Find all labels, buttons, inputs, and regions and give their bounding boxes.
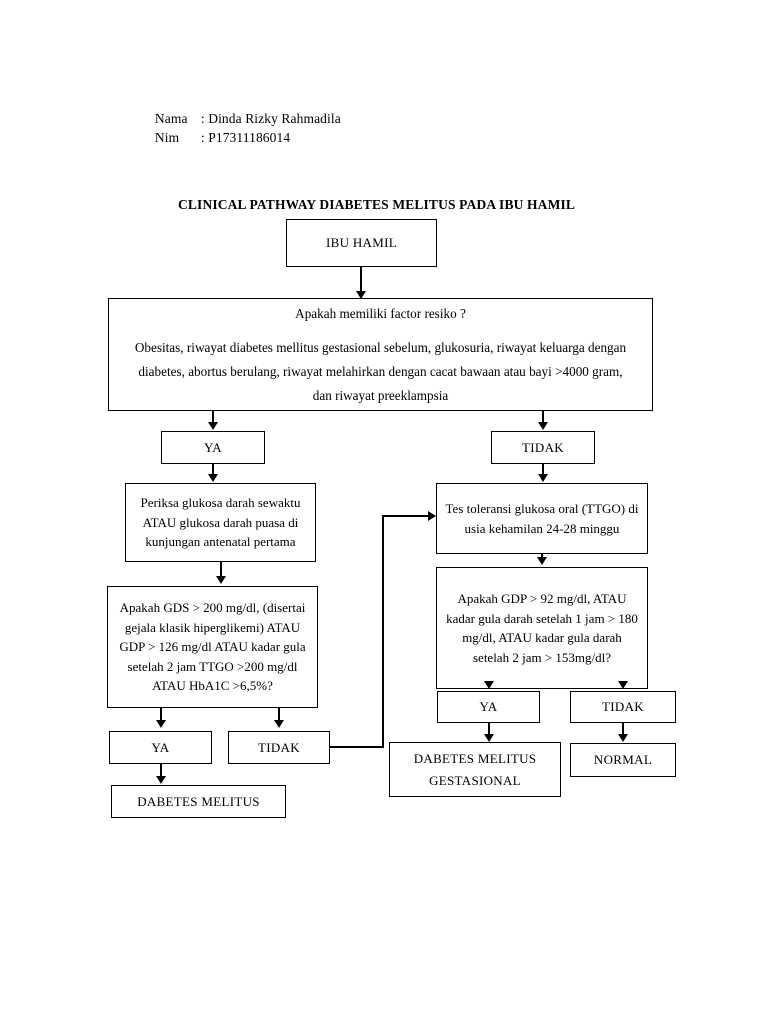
node-right-no-label: TIDAK: [602, 699, 644, 715]
arrowhead-left-decision-to-no: [274, 720, 284, 728]
student-name-line: Nama : Dinda Rizky Rahmadila: [141, 90, 341, 147]
node-right-decision-label: Apakah GDP > 92 mg/dl, ATAU kadar gula d…: [446, 591, 638, 665]
arrowhead-no-to-right-test: [538, 474, 548, 482]
arrowhead-right-no-to-normal: [618, 734, 628, 742]
node-left-no: TIDAK: [228, 731, 330, 764]
connector-left-test-to-decision: [220, 562, 222, 578]
arrowhead-left-no-to-right-test: [428, 511, 436, 521]
node-risk-no: TIDAK: [491, 431, 595, 464]
node-left-test-label: Periksa glukosa darah sewaktu ATAU gluko…: [140, 495, 301, 550]
node-start: IBU HAMIL: [286, 219, 437, 267]
node-right-no: TIDAK: [570, 691, 676, 723]
arrowhead-left-test-to-decision: [216, 576, 226, 584]
arrowhead-right-yes-to-dmg: [484, 734, 494, 742]
arrowhead-risk-to-no: [538, 422, 548, 430]
node-risk-question: Apakah memiliki factor resiko ? Obesitas…: [108, 298, 653, 411]
node-outcome-dm: DABETES MELITUS: [111, 785, 286, 818]
node-right-test: Tes toleransi glukosa oral (TTGO) di usi…: [436, 483, 648, 554]
node-outcome-dm-label: DABETES MELITUS: [137, 793, 260, 809]
node-left-decision-label: Apakah GDS > 200 mg/dl, (disertai gejala…: [119, 600, 306, 694]
connector-right-yes-to-dmg: [488, 723, 490, 736]
student-name-value: : Dinda Rizky Rahmadila: [200, 111, 341, 126]
page-title: CLINICAL PATHWAY DIABETES MELITUS PADA I…: [178, 197, 576, 212]
node-outcome-dmg: DABETES MELITUS GESTASIONAL: [389, 742, 561, 797]
connector-risk-to-yes: [212, 411, 214, 424]
node-left-yes: YA: [109, 731, 212, 764]
connector-left-no-h1: [330, 746, 384, 748]
connector-left-yes-to-dm: [160, 764, 162, 778]
connector-left-no-v: [382, 515, 384, 748]
node-outcome-dmg-label: DABETES MELITUS GESTASIONAL: [413, 750, 537, 788]
student-nim-label: Nim: [154, 130, 180, 145]
arrowhead-left-yes-to-dm: [156, 776, 166, 784]
connector-yes-to-left-test: [212, 464, 214, 476]
student-nim-value: : P17311186014: [200, 130, 291, 145]
connector-left-no-h2: [382, 515, 429, 517]
node-right-decision: Apakah GDP > 92 mg/dl, ATAU kadar gula d…: [436, 567, 648, 689]
arrowhead-yes-to-left-test: [208, 474, 218, 482]
connector-risk-to-no: [542, 411, 544, 424]
connector-right-no-to-normal: [622, 723, 624, 736]
node-right-yes-label: YA: [479, 699, 498, 715]
node-risk-yes-label: YA: [204, 439, 222, 455]
node-risk-detail-label: Obesitas, riwayat diabetes mellitus gest…: [134, 340, 627, 403]
connector-start-to-risk: [360, 267, 362, 293]
arrowhead-risk-to-yes: [208, 422, 218, 430]
node-left-decision: Apakah GDS > 200 mg/dl, (disertai gejala…: [107, 586, 318, 708]
node-outcome-normal-label: NORMAL: [593, 752, 653, 768]
arrowhead-right-decision-to-yes: [484, 681, 494, 689]
node-left-no-label: TIDAK: [258, 739, 300, 755]
arrowhead-right-test-to-decision: [537, 557, 547, 565]
node-risk-no-label: TIDAK: [522, 439, 564, 455]
node-outcome-normal: NORMAL: [570, 743, 676, 777]
arrowhead-right-decision-to-no: [618, 681, 628, 689]
node-right-yes: YA: [437, 691, 540, 723]
node-risk-question-label: Apakah memiliki factor resiko ?: [295, 306, 466, 321]
student-nim-line: Nim : P17311186014: [141, 109, 290, 166]
arrowhead-start-to-risk: [356, 291, 366, 299]
node-right-test-label: Tes toleransi glukosa oral (TTGO) di usi…: [445, 501, 639, 536]
node-risk-yes: YA: [161, 431, 265, 464]
connector-no-to-right-test: [542, 464, 544, 476]
node-left-test: Periksa glukosa darah sewaktu ATAU gluko…: [125, 483, 316, 562]
connector-left-decision-to-yes: [160, 708, 162, 722]
connector-left-decision-to-no: [278, 708, 280, 722]
arrowhead-left-decision-to-yes: [156, 720, 166, 728]
node-start-label: IBU HAMIL: [326, 235, 397, 251]
student-name-label: Nama: [154, 111, 188, 126]
node-left-yes-label: YA: [151, 739, 170, 755]
